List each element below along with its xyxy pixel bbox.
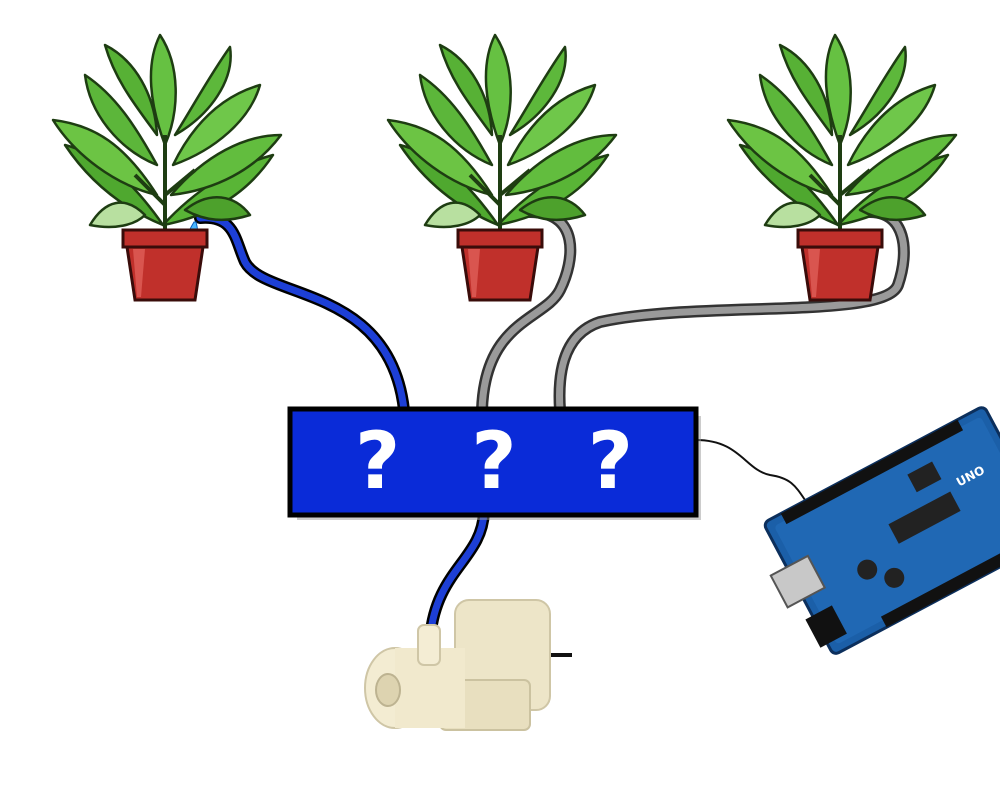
plant-middle [386, 33, 618, 302]
plant-right [726, 33, 958, 302]
hose-to-right-plant [553, 206, 910, 416]
hose-from-pump [424, 506, 490, 646]
arduino-uno-board: UNO [763, 406, 1000, 655]
hose-to-left-plant [194, 211, 410, 416]
valve-box [287, 406, 701, 520]
hose-to-middle-plant [476, 206, 577, 416]
water-pump [364, 599, 572, 731]
control-wire [695, 439, 806, 501]
